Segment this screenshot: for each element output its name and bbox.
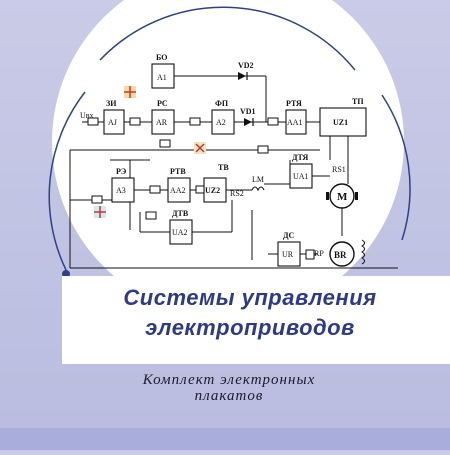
block-uz1	[319, 107, 367, 137]
label-rp: RP	[314, 249, 324, 258]
block-a2	[211, 109, 235, 135]
block-aa2	[167, 177, 191, 203]
label-a2: A2	[216, 118, 226, 127]
label-zi: ЗИ	[106, 99, 117, 108]
label-vd1: VD1	[240, 107, 256, 116]
label-lm: LM	[252, 175, 264, 184]
block-ar	[151, 109, 175, 135]
label-aj: AJ	[108, 118, 117, 127]
block-uz2	[203, 177, 227, 203]
block-ua2	[169, 219, 193, 245]
label-a1: A1	[157, 73, 167, 82]
subtitle-line-1: Комплект электронных	[142, 372, 316, 388]
potentiometer-icon-1	[124, 86, 136, 98]
label-ar: AR	[156, 118, 168, 127]
cover-title: Системы управления электроприводов	[100, 283, 400, 343]
label-dtv: ДТВ	[172, 209, 189, 218]
ring-arc-left	[48, 91, 86, 271]
label-ur: UR	[282, 250, 294, 259]
label-rtv: РТВ	[170, 167, 186, 176]
label-rs2: RS2	[230, 189, 244, 198]
inductor-lm	[251, 186, 265, 192]
tacho-winding	[361, 239, 365, 265]
diode-vd1	[244, 118, 252, 126]
backdrop-circle	[52, 0, 404, 318]
block-a1	[151, 63, 175, 89]
label-ua1: UA1	[293, 172, 309, 181]
cover-subtitle: Комплект электронных плакатов	[104, 372, 354, 404]
label-tv: ТВ	[218, 163, 229, 172]
label-re: РЭ	[116, 167, 127, 176]
label-uz1: UZ1	[333, 118, 348, 127]
label-dtya: ДТЯ	[292, 153, 309, 162]
title-line-1: Системы управления	[123, 285, 377, 310]
potentiometer-icon-3	[194, 142, 206, 154]
label-ds: ДС	[283, 231, 295, 240]
label-aa1: AA1	[287, 118, 303, 127]
label-fp: ФП	[215, 99, 229, 108]
diode-vd2	[238, 72, 246, 80]
subtitle-line-2: плакатов	[194, 388, 264, 404]
label-ua2: UA2	[172, 228, 188, 237]
ring-arc-right	[381, 94, 411, 241]
label-aa2: AA2	[170, 186, 186, 195]
potentiometer-icon-2	[94, 206, 106, 218]
label-rs1: RS1	[332, 165, 346, 174]
label-tp: ТП	[352, 97, 364, 106]
motor-brush-r	[355, 192, 358, 200]
label-uvx: Uвх	[80, 111, 94, 120]
title-band	[62, 276, 450, 364]
block-aj	[103, 109, 125, 135]
tacho-br	[329, 241, 355, 267]
ring-arc-top	[99, 6, 356, 71]
label-br: BR	[334, 250, 347, 260]
block-aa1	[285, 109, 307, 135]
label-a3: A3	[116, 186, 126, 195]
motor-brush-l	[326, 192, 329, 200]
label-m: M	[337, 191, 348, 203]
block-a3	[111, 177, 135, 203]
label-vd2: VD2	[238, 61, 254, 70]
resistors	[87, 117, 315, 260]
block-ua1	[289, 163, 313, 189]
label-bo: БО	[156, 53, 167, 62]
label-uz2: UZ2	[205, 186, 220, 195]
bottom-bar	[0, 428, 450, 450]
title-line-2: электроприводов	[145, 315, 355, 340]
label-rs: PC	[157, 99, 168, 108]
diodes	[238, 72, 252, 126]
motor-m	[329, 183, 355, 209]
label-rtya: РТЯ	[286, 99, 302, 108]
block-ur	[277, 241, 301, 267]
